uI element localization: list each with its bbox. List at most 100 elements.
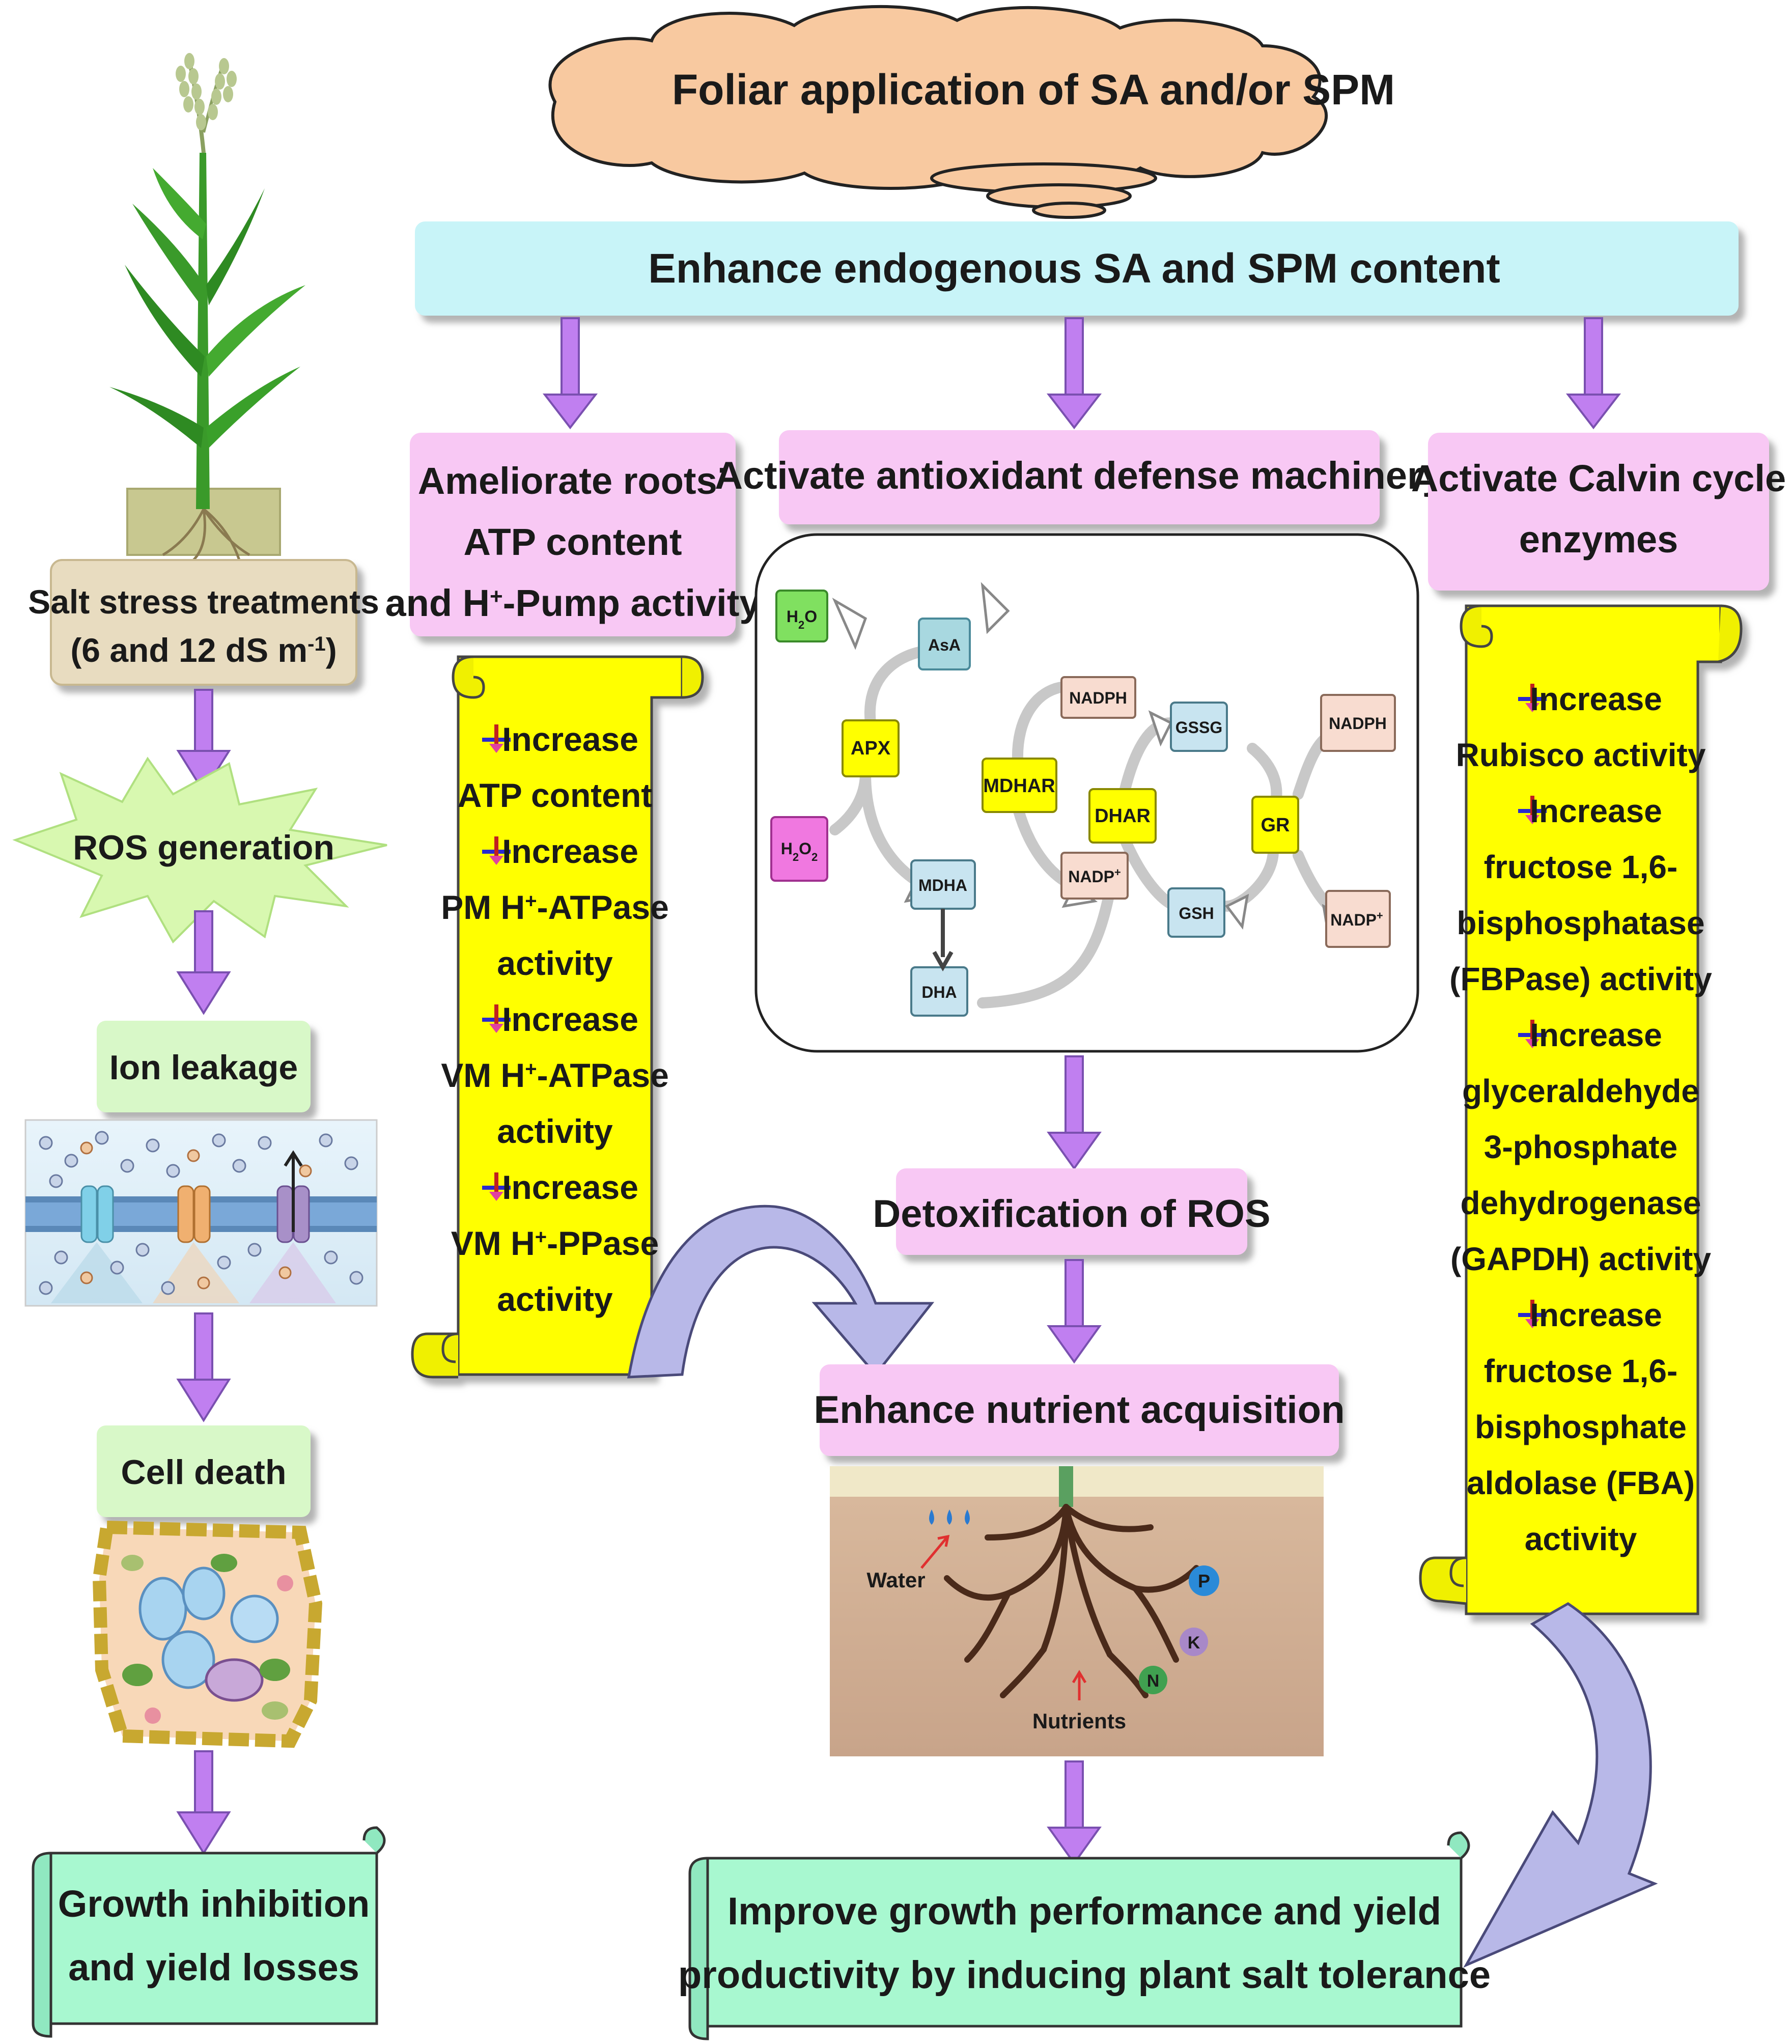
cycle-labels: H2O H2O2 AsA APX MDHA DHA MDHAR NADPH NA… — [781, 607, 1387, 1001]
final-scroll-shape — [688, 1831, 1470, 2040]
h2o2-node — [770, 816, 828, 882]
increase-arrow-icon — [1518, 796, 1547, 824]
n-label: N — [1147, 1671, 1160, 1691]
ros-generation-label: ROS generation — [73, 828, 334, 867]
scroll-line: (FBPase) activity — [1449, 961, 1712, 997]
arrow-ion-to-death — [176, 1312, 231, 1422]
nutrient-box — [820, 1364, 1339, 1456]
increase-arrow-icon — [1518, 684, 1547, 712]
enhance-banner — [415, 221, 1739, 316]
increase-arrow-icon — [482, 836, 511, 865]
scroll-bullet-label: Increase — [1530, 681, 1662, 717]
increase-arrow-icon — [482, 1172, 511, 1201]
dhar-node — [1088, 788, 1157, 844]
scroll-bullet-label: Increase — [502, 1000, 638, 1038]
scroll-line: (GAPDH) activity — [1450, 1241, 1712, 1277]
scroll-line: PM H+-ATPase — [441, 888, 669, 926]
nadph2-node — [1320, 694, 1396, 752]
nutrients-label: Nutrients — [1032, 1709, 1126, 1733]
ion-leakage-label: Ion leakage — [109, 1048, 298, 1087]
asa-label: AsA — [928, 636, 961, 654]
detox-box — [896, 1168, 1247, 1255]
increase-arrow-icon — [482, 724, 511, 753]
k-label: K — [1188, 1633, 1200, 1653]
scroll-line: aldolase (FBA) — [1467, 1465, 1695, 1501]
gr-label: GR — [1261, 815, 1290, 836]
arrow-banner-to-roots — [542, 317, 598, 430]
arrow-banner-to-antioxidant — [1046, 317, 1102, 430]
asa-node — [918, 618, 971, 670]
nadp1-label: NADP+ — [1068, 866, 1121, 886]
calvin-line1: Activate Calvin cycle — [1411, 457, 1786, 499]
cell-death-box — [97, 1425, 311, 1517]
p-nutrient-icon — [1189, 1565, 1219, 1596]
scroll-line: bisphosphatase — [1457, 905, 1704, 941]
n-nutrient-icon — [1139, 1666, 1167, 1694]
cloud-shape — [548, 5, 1328, 219]
nadp1-node — [1060, 852, 1129, 900]
cell-death-label: Cell death — [121, 1453, 287, 1492]
scroll-bullet-label: Increase — [502, 1168, 638, 1206]
apx-node — [842, 719, 900, 777]
k-nutrient-icon — [1180, 1628, 1208, 1656]
final-line2: productivity by inducing plant salt tole… — [678, 1953, 1491, 1997]
scroll-line: activity — [497, 944, 613, 982]
salt-stress-line1: Salt stress treatments — [28, 583, 379, 621]
growth-inhibition-scroll — [32, 1826, 386, 2038]
scroll-bullet-label: Increase — [1530, 793, 1662, 829]
antioxidant-box — [779, 430, 1380, 524]
roots-line1: Ameliorate roots’ — [418, 460, 728, 502]
increase-arrow-icon — [482, 1004, 511, 1033]
cloud-title: Foliar application of SA and/or SPM — [672, 66, 1395, 114]
curved-arrow-roots-to-nutrient — [627, 1205, 935, 1379]
ion-leakage-box — [97, 1021, 311, 1112]
arrow-banner-to-calvin — [1565, 317, 1621, 430]
salt-stress-box — [50, 559, 357, 686]
membrane-illustration — [24, 1119, 378, 1307]
roots-box — [410, 433, 736, 636]
scroll-bullet-label: Increase — [502, 720, 638, 758]
roots-line3: and H+-Pump activity — [385, 582, 760, 624]
gsh-node — [1167, 887, 1225, 938]
calvin-scroll-shape — [1419, 604, 1743, 1615]
mdhar-node — [982, 758, 1057, 813]
scroll-line: activity — [497, 1112, 613, 1150]
arrow-death-to-growth — [176, 1750, 231, 1855]
gssg-label: GSSG — [1175, 718, 1222, 737]
dha-node — [910, 966, 968, 1017]
detox-text: Detoxification of ROS — [873, 1192, 1270, 1236]
curved-arrow-calvin-to-final — [1463, 1602, 1658, 1968]
mdhar-label: MDHAR — [983, 775, 1055, 797]
dha-label: DHA — [921, 983, 957, 1001]
arrow-cycle-to-detox — [1047, 1055, 1102, 1170]
scroll-line: 3-phosphate — [1484, 1129, 1677, 1165]
scroll-bullet-label: Increase — [502, 832, 638, 870]
salt-stress-line2: (6 and 12 dS m-1) — [70, 631, 337, 669]
gr-node — [1251, 796, 1299, 854]
growth-inhibition-line1: Growth inhibition — [58, 1883, 370, 1925]
roots-line2: ATP content — [464, 521, 682, 563]
apx-label: APX — [851, 738, 891, 759]
p-label: P — [1198, 1571, 1210, 1591]
antioxidant-text: Activate antioxidant defense machinery — [715, 454, 1444, 497]
soil-illustration — [830, 1466, 1324, 1756]
scroll-bullet-label: Increase — [1530, 1017, 1662, 1053]
scroll-line: VM H+-PPase — [451, 1224, 659, 1262]
scroll-line: fructose 1,6- — [1484, 849, 1678, 885]
scroll-line: activity — [1525, 1521, 1637, 1557]
cycle-nodes — [770, 590, 1396, 1017]
arrow-detox-to-nutrient — [1047, 1259, 1102, 1364]
gssg-node — [1170, 702, 1228, 752]
mdha-to-dha-arrow — [932, 909, 954, 972]
nutrient-text: Enhance nutrient acquisition — [814, 1388, 1345, 1432]
final-line1: Improve growth performance and yield — [727, 1890, 1441, 1933]
scroll-line: Rubisco activity — [1456, 737, 1706, 773]
roots-scroll-shape — [411, 655, 704, 1379]
increase-arrow-icon — [1518, 1300, 1547, 1328]
arrow-soil-to-final — [1047, 1760, 1102, 1865]
nadph1-node — [1060, 676, 1136, 719]
scroll-line: activity — [497, 1280, 613, 1318]
nadp2-node — [1325, 890, 1391, 948]
